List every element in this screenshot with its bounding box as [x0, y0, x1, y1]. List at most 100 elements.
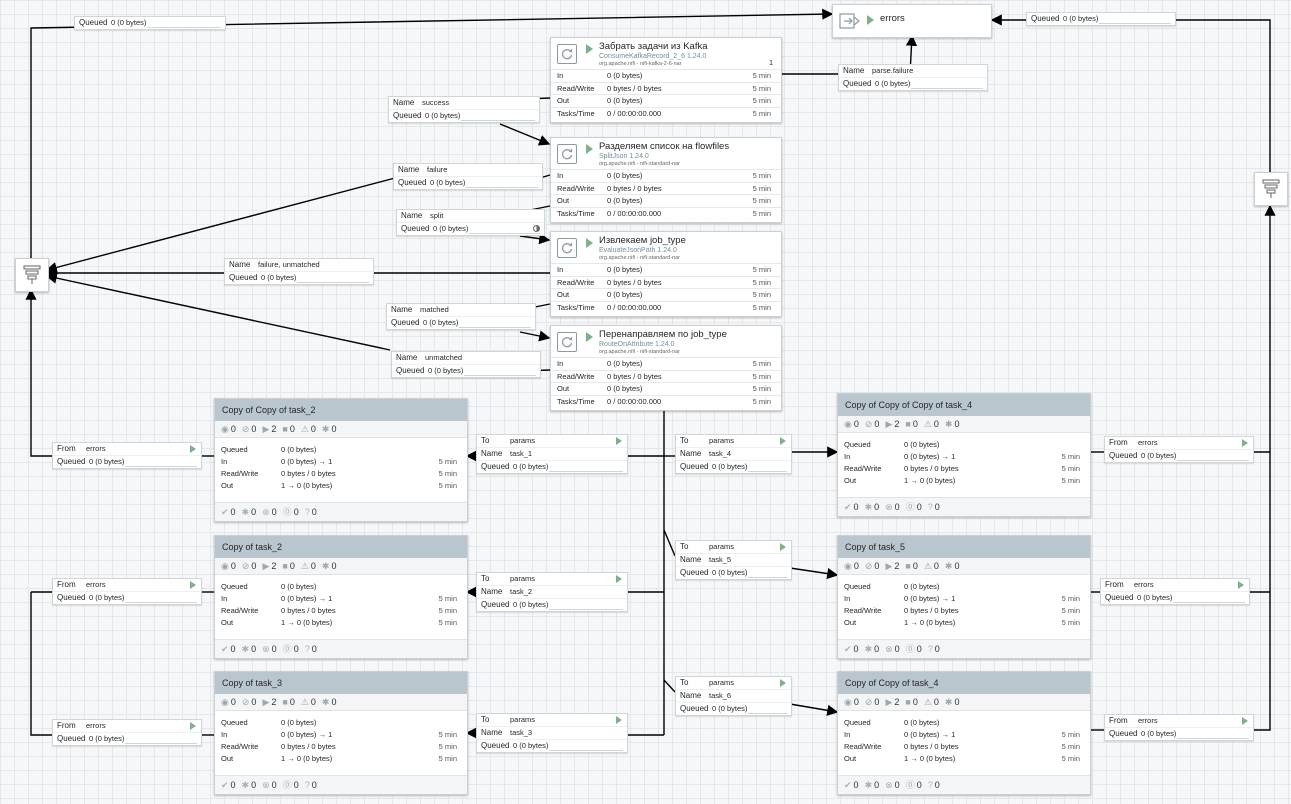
conn-row-to: To params: [676, 677, 791, 690]
queue-bar: [464, 375, 536, 376]
queued-value: 0 (0 bytes): [1063, 14, 1099, 23]
count-item: ▶2: [262, 697, 276, 707]
version-value: 0: [293, 780, 299, 790]
conn-key: Name: [680, 449, 702, 458]
conn-target: params: [510, 715, 536, 724]
conn-key: From: [1109, 438, 1128, 447]
running-icon: [586, 238, 593, 248]
stat-label: Read/Write: [557, 371, 595, 381]
conn-key: To: [481, 436, 490, 445]
count-item: ■0: [905, 697, 917, 707]
stat-window: 5 min: [1061, 594, 1080, 603]
group-title: Copy of task_3: [215, 672, 467, 694]
stat-row: Tasks/Time 0 / 00:00:00.000 5 min: [551, 394, 781, 408]
conn-source: errors: [1138, 438, 1158, 447]
group-title: Copy of task_5: [838, 536, 1090, 558]
stat-label: Queued: [221, 718, 248, 727]
conn-key: Queued: [843, 79, 872, 88]
version-item: ?0: [928, 502, 940, 512]
count-icon: ▶: [262, 697, 270, 707]
version-value: 0: [853, 644, 859, 654]
processor-refresh-icon: [557, 44, 577, 64]
count-value: 0: [310, 697, 316, 707]
queued-value: 0 (0 bytes): [425, 111, 461, 120]
version-icon: ⊗: [262, 507, 270, 517]
count-item: ✱0: [322, 561, 337, 571]
version-icon: ✱: [864, 780, 873, 790]
version-item: ?0: [928, 644, 940, 654]
process-group[interactable]: Copy of Copy of task_2 ◉0⊘0▶2■0⚠0✱0 Queu…: [214, 398, 468, 522]
processor-consume[interactable]: Забрать задачи из Kafka ConsumeKafkaReco…: [550, 37, 782, 123]
stat-value: 1 → 0 (0 bytes): [904, 476, 956, 485]
stat-label: In: [221, 730, 228, 739]
processor-split[interactable]: Разделяем список на flowfiles SplitJson …: [550, 137, 782, 223]
stat-value: 1 → 0 (0 bytes): [904, 754, 956, 763]
funnel-icon: [23, 265, 41, 284]
stat-window: 5 min: [752, 183, 771, 193]
funnel-left[interactable]: [15, 258, 49, 292]
version-value: 0: [311, 644, 317, 654]
process-group[interactable]: Copy of Copy of Copy of task_4 ◉0⊘0▶2■0⚠…: [837, 393, 1091, 517]
count-item: ⚠0: [924, 419, 939, 429]
stat-row: Tasks/Time 0 / 00:00:00.000 5 min: [551, 106, 781, 120]
output-port-errors[interactable]: errors: [832, 4, 992, 38]
stat-window: 5 min: [752, 171, 771, 180]
stat-row: Read/Write 0 bytes / 0 bytes 5 min: [551, 181, 781, 195]
stat-row: Read/Write 0 bytes / 0 bytes 5 min: [551, 275, 781, 289]
queue-bar: [147, 27, 221, 28]
queued-value: 0 (0 bytes): [712, 462, 748, 471]
version-icon: ✱: [241, 507, 250, 517]
conn-target: params: [709, 678, 735, 687]
stat-value: 1 → 0 (0 bytes): [281, 754, 333, 763]
stat-row: Out 0 (0 bytes) 5 min: [551, 288, 781, 301]
conn-key: From: [1109, 716, 1128, 725]
conn-key: To: [680, 678, 689, 687]
version-value: 0: [853, 502, 859, 512]
conn-key: From: [57, 721, 76, 730]
processor-evaluate[interactable]: Извлекаем job_type EvaluateJsonPath 1.24…: [550, 231, 782, 317]
process-group[interactable]: Copy of Copy of task_4 ◉0⊘0▶2■0⚠0✱0 Queu…: [837, 671, 1091, 795]
stat-label: Out: [557, 384, 570, 393]
version-value: 0: [916, 502, 922, 512]
funnel-right[interactable]: [1254, 172, 1288, 206]
stat-window: 5 min: [752, 359, 771, 368]
stat-label: Queued: [844, 582, 871, 591]
count-icon: ⚠: [300, 424, 309, 434]
processor-route[interactable]: Перенаправляем по job_type RouteOnAttrib…: [550, 325, 782, 411]
stat-label: In: [557, 171, 564, 180]
count-icon: ■: [282, 697, 288, 707]
version-value: 0: [894, 502, 900, 512]
stat-label: Tasks/Time: [557, 396, 595, 406]
version-icon: ✔: [844, 644, 852, 654]
version-value: 0: [311, 780, 317, 790]
